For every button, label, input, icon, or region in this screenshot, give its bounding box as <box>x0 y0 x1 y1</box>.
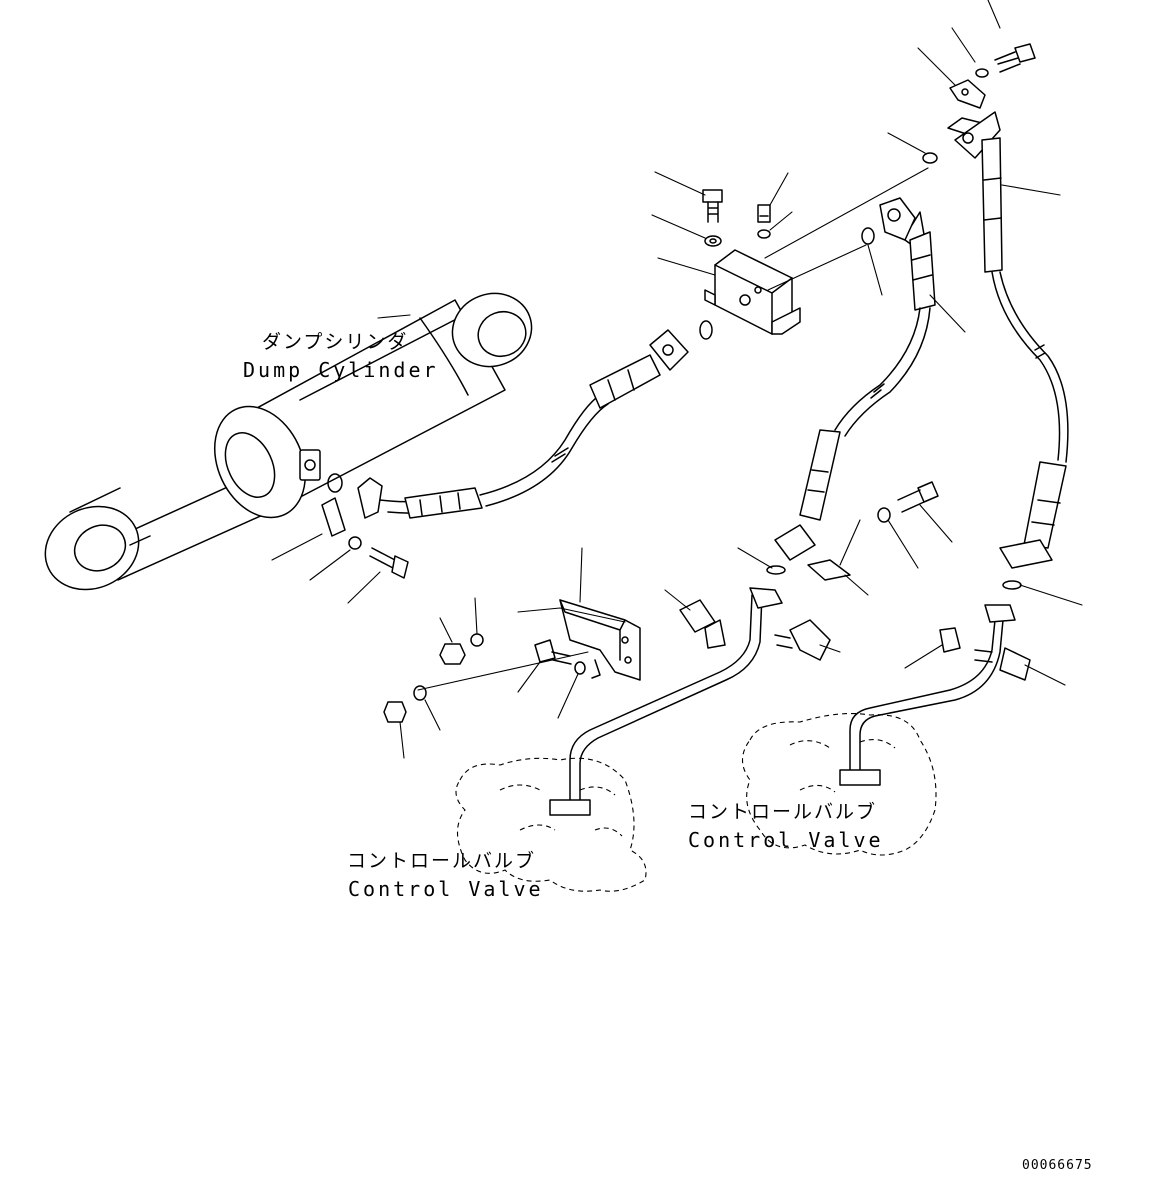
filter-block <box>702 189 801 335</box>
control-valve-right-label-en: Control Valve <box>688 828 884 852</box>
cylinder-bolt-washer <box>348 536 409 579</box>
left-control-valve <box>455 757 647 892</box>
nut-and-washers <box>383 633 586 723</box>
right-tube <box>849 604 1031 776</box>
mid-bolt-washer-clamp <box>766 481 939 581</box>
leader-lines <box>271 0 1083 759</box>
dump-cylinder-label-jp: ダンプシリンダ <box>262 331 409 353</box>
control-valve-left-label-jp: コントロールバルブ <box>347 850 537 872</box>
bracket <box>559 599 641 681</box>
o-ring <box>922 152 938 164</box>
top-bolt-washer-clamp <box>949 43 1036 109</box>
control-valve-right-label-jp: コントロールバルブ <box>688 801 878 823</box>
drawing-number: 00066675 <box>1022 1158 1093 1173</box>
right-hose-assembly <box>947 111 1069 569</box>
right-control-valve <box>741 713 937 856</box>
cylinder-hose <box>321 320 713 537</box>
dump-cylinder-label-en: Dump Cylinder <box>243 358 439 382</box>
upper-hose-assembly <box>774 197 936 561</box>
control-valve-left-label-en: Control Valve <box>348 877 544 901</box>
o-ring <box>1002 580 1022 590</box>
dump-cylinder <box>44 292 533 591</box>
o-ring <box>861 227 875 245</box>
left-tube <box>569 587 831 813</box>
